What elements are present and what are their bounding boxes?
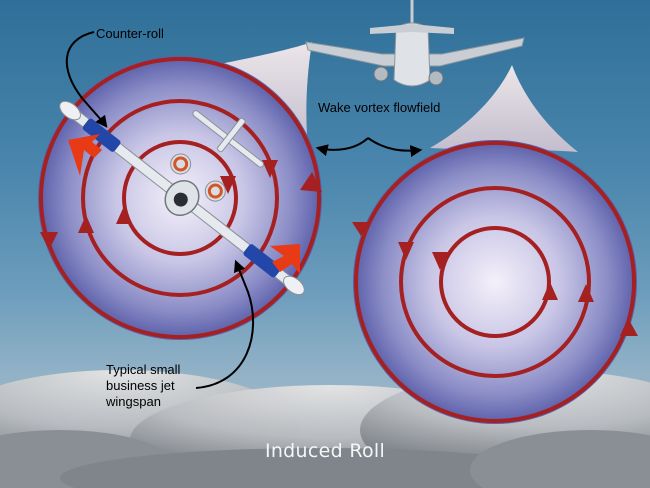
right-vortex-rings — [354, 141, 636, 423]
counter-roll-arrow-left — [68, 134, 102, 176]
flow-arrowheads — [40, 160, 638, 336]
flow-arrow — [300, 172, 322, 192]
left-vortex-rings — [39, 57, 321, 339]
airliner-icon — [305, 0, 525, 87]
business-jet-icon — [59, 100, 305, 296]
flow-arrow — [262, 160, 278, 178]
right-vortex-disk — [353, 140, 637, 424]
wingspan-label-line1: Typical small — [106, 362, 181, 377]
counter-roll-label: Counter-roll — [96, 26, 164, 41]
wake-sheet-right — [430, 65, 578, 152]
flowfield-arrow-left — [315, 137, 369, 157]
flow-arrow — [578, 284, 594, 302]
counter-roll-leader — [65, 31, 108, 128]
left-wingtip-tank — [82, 118, 121, 152]
flow-arrow — [40, 232, 58, 250]
right-wingtip-tank — [243, 244, 282, 278]
flow-arrow — [220, 176, 236, 194]
wake-vortex-label: Wake vortex flowfield — [318, 100, 441, 115]
flow-arrow — [542, 282, 558, 300]
wingspan-label-line3: wingspan — [106, 394, 161, 409]
flow-arrow — [398, 242, 414, 260]
flowfield-arrow-right — [367, 137, 423, 158]
flow-arrow — [78, 215, 94, 233]
flow-arrow — [116, 206, 132, 224]
cloud-layer — [0, 370, 650, 488]
diagram-caption: Induced Roll — [264, 440, 386, 462]
counter-roll-arrow-right — [270, 244, 300, 274]
flow-arrow — [620, 318, 638, 336]
wingspan-leader — [195, 259, 255, 389]
flow-arrow — [352, 222, 370, 236]
wingspan-label-line2: business jet — [106, 378, 175, 393]
flow-arrow — [432, 252, 448, 270]
